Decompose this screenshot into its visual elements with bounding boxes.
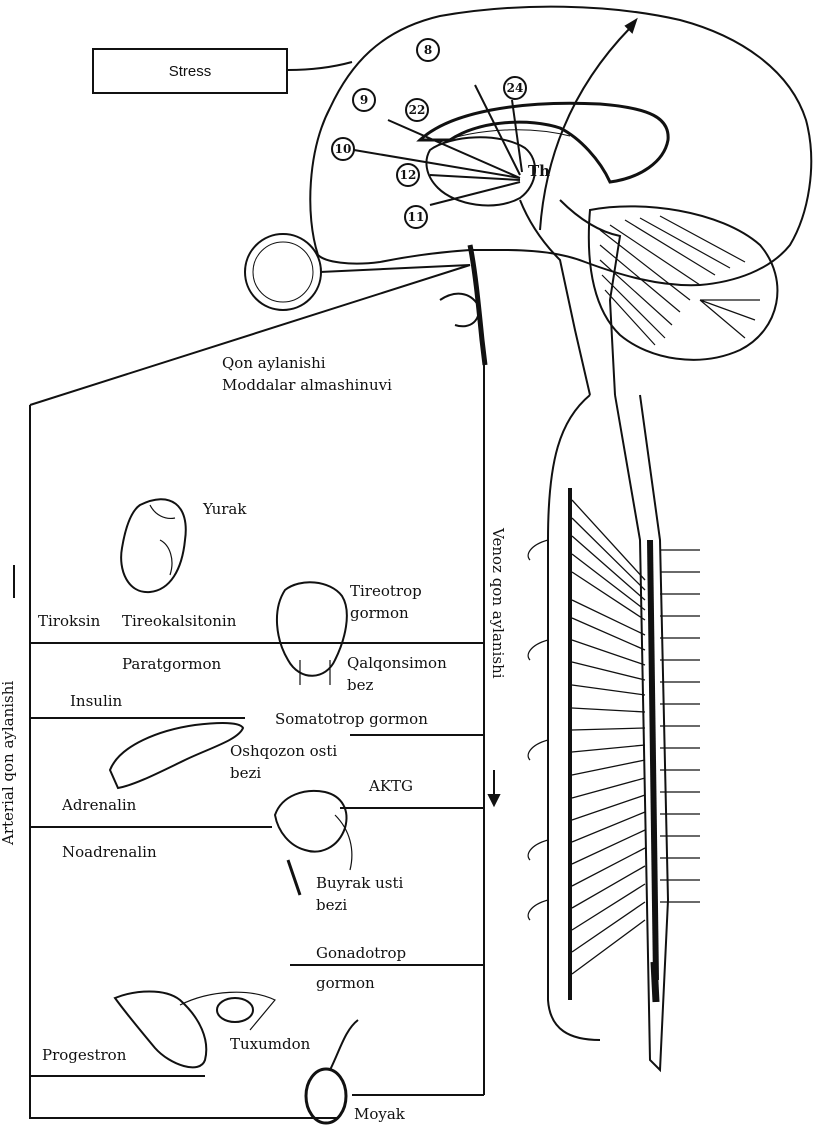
brain-area-24: 24 xyxy=(503,76,527,100)
adrenal-organ xyxy=(275,791,346,852)
venous-label: Venoz qon aylanishi xyxy=(489,528,507,679)
brain-area-12: 12 xyxy=(396,163,420,187)
brain-area-8: 8 xyxy=(416,38,440,62)
aktg-label: AKTG xyxy=(369,777,413,795)
tireotrop-line-2: gormon xyxy=(350,602,422,624)
tireokalsitonin-label: Tireokalsitonin xyxy=(122,612,236,630)
brainstem xyxy=(520,200,620,395)
oshqozon-line-2: bezi xyxy=(230,762,337,784)
circulation-line-1: Qon aylanishi xyxy=(222,352,392,374)
brain-outline xyxy=(310,7,811,286)
brain-area-9: 9 xyxy=(352,88,376,112)
tireotrop-label: Tireotrop gormon xyxy=(350,580,422,624)
stress-box: Stress xyxy=(92,48,288,94)
buyrak-line-1: Buyrak usti xyxy=(316,872,403,894)
qalqonsimon-line-1: Qalqonsimon xyxy=(347,652,447,674)
circulation-line-2: Moddalar almashinuvi xyxy=(222,374,392,396)
eye xyxy=(245,234,321,310)
brain-area-10: 10 xyxy=(331,137,355,161)
noadrenalin-label: Noadrenalin xyxy=(62,843,157,861)
heart-organ xyxy=(121,499,186,592)
adrenalin-label: Adrenalin xyxy=(62,796,136,814)
yurak-label: Yurak xyxy=(203,500,246,518)
gonadotrop-label: Gonadotrop gormon xyxy=(316,938,406,998)
thalamus-label: Th xyxy=(528,162,550,180)
tuxumdon-label: Tuxumdon xyxy=(230,1035,310,1053)
pancreas-organ xyxy=(110,723,243,788)
thyroid-organ xyxy=(277,582,347,675)
insulin-label: Insulin xyxy=(70,692,122,710)
buyrak-line-2: bezi xyxy=(316,894,403,916)
paratgormon-label: Paratgormon xyxy=(122,655,221,673)
brain-area-11: 11 xyxy=(404,205,428,229)
gonadotrop-line-2: gormon xyxy=(316,968,406,998)
ovary-organ xyxy=(115,992,206,1068)
arterial-label: Arterial qon aylanishi xyxy=(0,681,17,845)
oshqozon-label: Oshqozon osti bezi xyxy=(230,740,337,784)
gonadotrop-line-1: Gonadotrop xyxy=(316,938,406,968)
tiroksin-label: Tiroksin xyxy=(38,612,100,630)
testis-organ xyxy=(306,1069,346,1123)
qalqonsimon-line-2: bez xyxy=(347,674,447,696)
circulation-label: Qon aylanishi Moddalar almashinuvi xyxy=(222,352,392,396)
oshqozon-line-1: Oshqozon osti xyxy=(230,740,337,762)
moyak-label: Moyak xyxy=(354,1105,405,1123)
buyrak-label: Buyrak usti bezi xyxy=(316,872,403,916)
brain-area-22: 22 xyxy=(405,98,429,122)
progestron-label: Progestron xyxy=(42,1046,126,1064)
tireotrop-line-1: Tireotrop xyxy=(350,580,422,602)
qalqonsimon-label: Qalqonsimon bez xyxy=(347,652,447,696)
somatotrop-label: Somatotrop gormon xyxy=(275,710,428,728)
spinal-cord xyxy=(615,395,668,1070)
